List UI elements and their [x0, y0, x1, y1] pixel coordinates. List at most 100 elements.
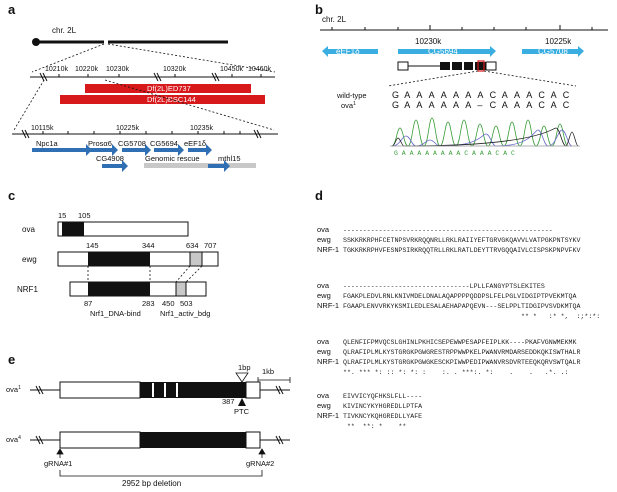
tick-label: 10235k: [190, 125, 213, 132]
gene-label: CG5708: [538, 47, 568, 56]
grna2-label: gRNA#2: [246, 459, 274, 468]
sequence-base: C: [490, 100, 497, 110]
panel-letter-c: c: [8, 188, 15, 203]
aa-position: 145: [86, 241, 99, 250]
sequence-base: C: [538, 100, 545, 110]
ova1-label: ova1: [341, 101, 356, 110]
alignment-species-label: ewg: [317, 291, 331, 300]
row-label-ewg: ewg: [22, 255, 37, 264]
panel-letter-a: a: [8, 2, 16, 17]
alignment-sequence: EIVVICYQFHKSLFLL----: [343, 393, 422, 400]
alignment-sequence: TGKKRKRPHVFESNPSIRKRQQTRLLRKLRATLDEYTTRV…: [343, 247, 580, 254]
domain-label: Nrf1_DNA-bind: [90, 309, 141, 318]
domain-label: Nrf1_activ_bdg: [160, 309, 210, 318]
row-label-ova: ova: [22, 225, 35, 234]
sequence-base: A: [526, 90, 532, 100]
sequence-alignment: ova-------------------------------------…: [317, 225, 600, 430]
sequence-base: A: [429, 100, 435, 110]
gene-arrow-mthl15: [208, 160, 230, 172]
gene-arrow-eef1d: [188, 144, 212, 156]
sequence-base: A: [441, 100, 447, 110]
gene-label: CG5694: [428, 47, 458, 56]
alignment-consensus: ** **: * **: [343, 423, 406, 430]
tick-label: 10210k: [45, 66, 68, 73]
alignment-sequence: QLRAFIPLMLKYSTGRGKPGWGRESTRPPWWPKELPWANV…: [343, 349, 580, 356]
alignment-consensus: **. *** *: :: *: *: : :. . ***:. *: . . …: [343, 369, 569, 376]
alignment-sequence: FGAAPLENVVRKYKSMILEDLESALAEHAPAPQEVN---S…: [343, 303, 580, 310]
sequence-base: A: [477, 90, 483, 100]
panel-a-chr-label: chr. 2L: [52, 26, 77, 35]
kb-scale-label: 1kb: [262, 367, 274, 376]
panel-letter-d: d: [315, 188, 323, 203]
panel-a-bottom-axis: [12, 129, 278, 139]
sequence-base: G: [392, 100, 399, 110]
aa-position: 634: [186, 241, 199, 250]
panel-b-zoom-lines: [387, 70, 577, 87]
tick-label: 10225k: [116, 125, 139, 132]
alignment-species-label: NRF-1: [317, 411, 339, 420]
panel-a-chromosome: [32, 38, 228, 46]
alignment-species-label: ova: [317, 391, 330, 400]
aa-position: 87: [84, 299, 92, 308]
aa-position: 105: [78, 211, 91, 220]
ova4-gene-label: ova4: [6, 435, 21, 444]
alignment-species-label: ewg: [317, 347, 331, 356]
ptc-label: PTC: [234, 407, 250, 416]
alignment-sequence: FGAKPLEDVLRNLKNIVMDELDNALAQAPPPPQDDPSLFE…: [343, 293, 576, 300]
ova-superscript: 1: [353, 101, 356, 107]
sequence-base: A: [441, 90, 447, 100]
tick-label: 10460k: [248, 66, 271, 73]
alignment-consensus: ** * :* *, :;*:*:: [343, 313, 600, 320]
insertion-marker: [235, 372, 249, 383]
sequence-base: G: [392, 90, 399, 100]
gene-label: CG4908: [96, 154, 124, 163]
aa-position: 707: [204, 241, 217, 250]
alignment-species-label: NRF-1: [317, 357, 339, 366]
deletion-bracket: [59, 470, 263, 477]
sequence-base: A: [404, 100, 410, 110]
gene-arrow-npc1a: [32, 144, 92, 156]
aa-position: 15: [58, 211, 66, 220]
gene-arrow-cg5708-b: [522, 46, 584, 57]
genomic-rescue-bar: [144, 163, 256, 168]
deficiency-bsc144: Df(2L)BSC144: [60, 95, 265, 104]
sequence-base: A: [404, 90, 410, 100]
ova4-gene-model: [30, 431, 290, 449]
tick-label: 10220k: [75, 66, 98, 73]
sequence-base: C: [563, 100, 570, 110]
deletion-label: 2952 bp deletion: [122, 479, 181, 488]
deficiency-label: Df(2L)ED737: [147, 84, 191, 93]
tick-label: 10230k: [106, 66, 129, 73]
tick-label: 10225k: [545, 37, 572, 46]
sequence-base: –: [477, 100, 482, 110]
panel-a-zoom-lines-2: [13, 79, 275, 131]
sequence-base: C: [538, 90, 545, 100]
aa-position: 503: [180, 299, 193, 308]
gene-label: Genomic rescue: [145, 154, 200, 163]
sequence-base: A: [514, 90, 520, 100]
gene-label: eEF1δ: [336, 47, 360, 56]
aa-position: 450: [162, 299, 175, 308]
row-label-nrf1: NRF1: [17, 285, 38, 294]
wildtype-label: wild-type: [336, 91, 367, 100]
panel-b-transcript-model: [397, 60, 497, 72]
panel-letter-b: b: [315, 2, 323, 17]
alignment-species-label: ova: [317, 337, 330, 346]
sequence-base: A: [416, 100, 422, 110]
chromatogram-base-calls: G A A A A A A A A C A A A C A C: [394, 150, 515, 157]
alignment-species-label: NRF-1: [317, 301, 339, 310]
panel-b-tick-labels: 10230k 10225k: [415, 37, 572, 46]
alignment-species-label: ewg: [317, 401, 331, 410]
ova-position-numbers: 15 105: [58, 211, 91, 220]
ptc-marker: [238, 398, 246, 406]
kb-scale-bar: [257, 377, 291, 383]
ova-label-text: ova: [6, 385, 19, 394]
alignment-sequence: TIVKNCYKQHGREDLLYAFE: [343, 413, 422, 420]
alignment-sequence: SSKKRKRPHFCETNPSVRKRQQNRLLRKLRAIIYEFTGRV…: [343, 237, 580, 244]
ova1-gene-model: [30, 381, 290, 399]
sequence-base: C: [563, 90, 570, 100]
mutation-site-box: [477, 60, 485, 72]
ova1-gene-label: ova1: [6, 385, 21, 394]
